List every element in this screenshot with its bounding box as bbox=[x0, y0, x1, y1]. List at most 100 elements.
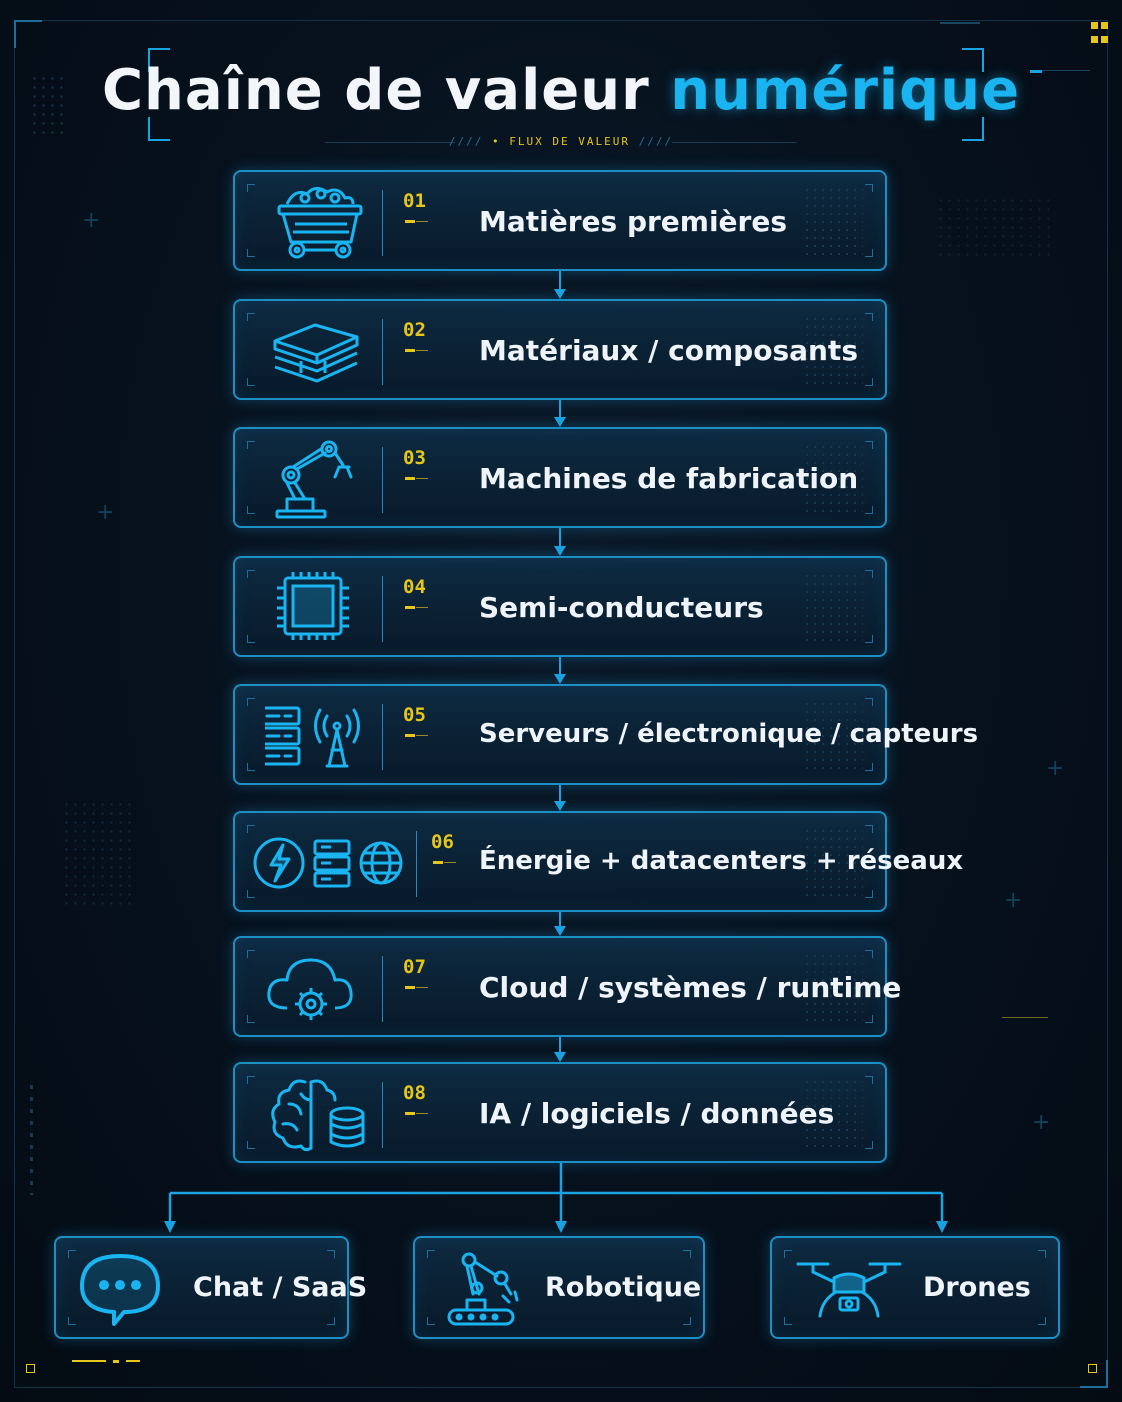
step-label: Matières premières bbox=[479, 205, 788, 238]
decor-dot-grid bbox=[62, 800, 132, 910]
card-corner bbox=[247, 890, 255, 898]
card-corner bbox=[1038, 1250, 1046, 1258]
card-corner bbox=[784, 1250, 792, 1258]
decor-dot-grid bbox=[30, 74, 68, 140]
decor-square bbox=[1091, 36, 1098, 43]
step-card-03: 03 Machines de fabrication bbox=[233, 427, 887, 528]
card-corner bbox=[865, 950, 873, 958]
card-corner bbox=[865, 184, 873, 192]
card-corner bbox=[247, 950, 255, 958]
cloud-gear-icon bbox=[267, 958, 353, 1020]
card-corner bbox=[247, 635, 255, 643]
card-corner bbox=[865, 313, 873, 321]
card-separator bbox=[382, 704, 383, 770]
card-separator bbox=[416, 831, 417, 897]
step-card-01: 01 Matières premières bbox=[233, 170, 887, 271]
card-dot-grid bbox=[803, 315, 863, 385]
card-separator bbox=[382, 956, 383, 1022]
card-dot-grid bbox=[803, 443, 863, 513]
robot-conveyor-icon bbox=[447, 1252, 519, 1326]
step-label: Machines de fabrication bbox=[479, 462, 859, 495]
branch-connector bbox=[164, 1163, 948, 1233]
step-label: Énergie + datacenters + réseaux bbox=[479, 846, 964, 876]
card-separator bbox=[382, 319, 383, 385]
card-corner bbox=[683, 1317, 691, 1325]
subtitle-line-right bbox=[672, 142, 797, 143]
card-corner bbox=[865, 1141, 873, 1149]
card-corner bbox=[865, 1076, 873, 1084]
flow-arrow bbox=[554, 400, 566, 427]
title-bracket-top-right bbox=[962, 48, 984, 72]
decor-square bbox=[1091, 22, 1098, 29]
card-corner bbox=[247, 506, 255, 514]
card-dot-grid bbox=[803, 186, 863, 256]
decor-dot-grid bbox=[936, 196, 1056, 256]
step-card-05: 05 Serveurs / électronique / capteurs bbox=[233, 684, 978, 785]
title-bracket-top-left bbox=[148, 48, 170, 72]
number-dash bbox=[405, 606, 428, 609]
card-corner bbox=[865, 249, 873, 257]
card-corner bbox=[68, 1250, 76, 1258]
decor-plus: + bbox=[1032, 1110, 1051, 1135]
decor-plus: + bbox=[82, 208, 101, 233]
step-number: 06 bbox=[431, 831, 454, 853]
card-corner bbox=[865, 570, 873, 578]
card-corner bbox=[865, 825, 873, 833]
title-bracket-bottom-left bbox=[148, 117, 170, 141]
card-dot-grid bbox=[803, 827, 863, 897]
drone-icon bbox=[796, 1262, 902, 1318]
decor-line bbox=[72, 1360, 106, 1362]
mine-cart-icon bbox=[277, 187, 363, 259]
step-card-06: 06 Énergie + datacenters + réseaux bbox=[233, 811, 963, 912]
chip-icon bbox=[277, 572, 349, 640]
step-card-02: 02 Matériaux / composants bbox=[233, 299, 887, 400]
frame-corner-top-left bbox=[14, 20, 42, 48]
step-label: Matériaux / composants bbox=[479, 334, 858, 367]
step-number: 08 bbox=[403, 1082, 426, 1104]
card-corner bbox=[247, 570, 255, 578]
decor-square bbox=[1101, 36, 1108, 43]
card-corner bbox=[1038, 1317, 1046, 1325]
flow-arrow bbox=[554, 912, 566, 936]
step-label: Semi-conducteurs bbox=[479, 591, 764, 624]
decor-plus: + bbox=[1046, 756, 1065, 781]
card-corner bbox=[865, 1015, 873, 1023]
title-main: Chaîne de valeur bbox=[101, 58, 650, 123]
output-card-robotique: Robotique bbox=[413, 1236, 705, 1339]
flow-arrow bbox=[554, 657, 566, 684]
output-label: Robotique bbox=[545, 1272, 702, 1303]
number-dash bbox=[405, 734, 428, 737]
decor-plus: + bbox=[96, 500, 115, 525]
number-dash bbox=[405, 986, 428, 989]
card-dot-grid bbox=[803, 700, 863, 770]
decor-line bbox=[1030, 70, 1090, 71]
card-corner bbox=[247, 763, 255, 771]
frame-corner-bottom-right bbox=[1080, 1360, 1108, 1388]
number-dash bbox=[405, 1112, 428, 1115]
step-card-04: 04 Semi-conducteurs bbox=[233, 556, 887, 657]
card-dot-grid bbox=[803, 1078, 863, 1148]
card-corner bbox=[865, 635, 873, 643]
subtitle-text: • FLUX DE VALEUR bbox=[492, 135, 630, 148]
card-separator bbox=[382, 447, 383, 513]
outer-frame bbox=[14, 20, 1108, 1388]
layered-plates-icon bbox=[273, 323, 359, 383]
card-corner bbox=[247, 698, 255, 706]
step-card-07: 07 Cloud / systèmes / runtime bbox=[233, 936, 901, 1037]
card-corner bbox=[865, 763, 873, 771]
card-corner bbox=[247, 825, 255, 833]
decor-line bbox=[113, 1360, 119, 1363]
subtitle-slash-icon: //// bbox=[448, 135, 493, 148]
card-separator bbox=[382, 190, 383, 256]
output-card-drones: Drones bbox=[770, 1236, 1060, 1339]
card-corner bbox=[68, 1317, 76, 1325]
step-number: 04 bbox=[403, 576, 426, 598]
decor-square bbox=[1088, 1364, 1097, 1373]
step-label: Cloud / systèmes / runtime bbox=[479, 971, 902, 1004]
card-corner bbox=[247, 249, 255, 257]
card-corner bbox=[247, 1076, 255, 1084]
decor-line bbox=[126, 1360, 140, 1362]
card-dot-grid bbox=[803, 572, 863, 642]
output-label: Drones bbox=[923, 1272, 1031, 1303]
number-dash bbox=[405, 220, 428, 223]
